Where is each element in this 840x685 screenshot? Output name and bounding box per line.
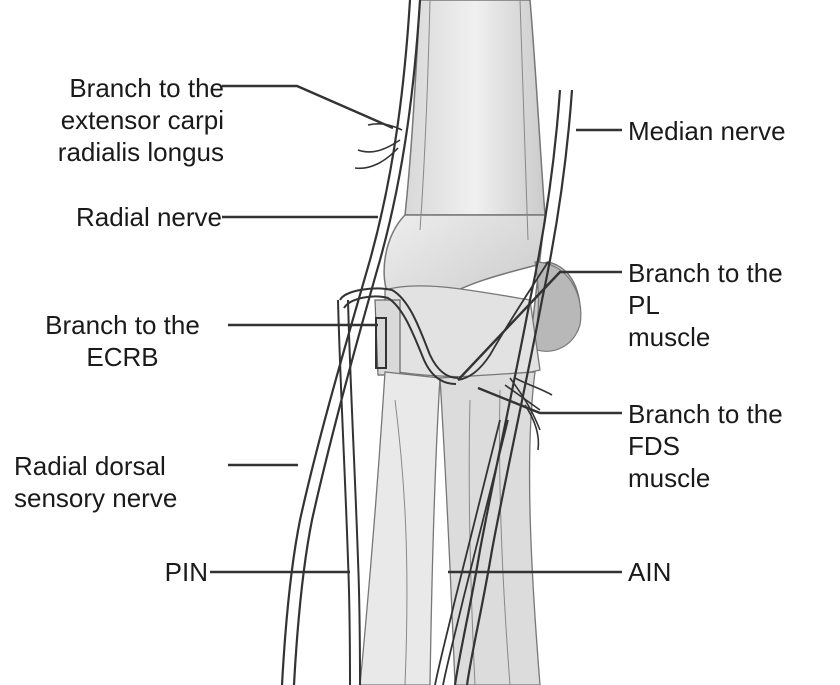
label-ecrb-line1: Branch to the	[20, 309, 225, 341]
label-pin: PIN	[100, 556, 208, 588]
label-radial-nerve-text: Radial nerve	[14, 201, 222, 233]
label-median-nerve-text: Median nerve	[628, 115, 833, 147]
radial-head	[375, 300, 400, 375]
label-median-nerve: Median nerve	[628, 115, 833, 147]
label-fds-line1: Branch to the	[628, 398, 833, 430]
label-ecrb-line2: ECRB	[20, 341, 225, 373]
label-pl-line2: PL	[628, 289, 833, 321]
label-ecrl-line3: radialis longus	[14, 136, 224, 168]
radius-shaft	[360, 372, 440, 685]
label-ecrb-branch: Branch to the ECRB	[20, 309, 225, 373]
label-radial-dorsal-line1: Radial dorsal	[14, 450, 229, 482]
label-pin-text: PIN	[100, 556, 208, 588]
label-fds-line3: muscle	[628, 462, 833, 494]
label-pl-line1: Branch to the	[628, 257, 833, 289]
label-pl-branch: Branch to the PL muscle	[628, 257, 833, 353]
label-radial-nerve: Radial nerve	[14, 201, 222, 233]
label-radial-dorsal-line2: sensory nerve	[14, 482, 229, 514]
ulna-shaft	[440, 372, 540, 685]
label-ecrl-line1: Branch to the	[14, 72, 224, 104]
label-ain: AIN	[628, 556, 748, 588]
label-radial-dorsal-sensory: Radial dorsal sensory nerve	[14, 450, 229, 514]
leader-ecrl	[222, 86, 393, 128]
label-pl-line3: muscle	[628, 321, 833, 353]
label-ecrl-line2: extensor carpi	[14, 104, 224, 136]
label-ain-text: AIN	[628, 556, 748, 588]
label-fds-branch: Branch to the FDS muscle	[628, 398, 833, 494]
label-ecrl-branch: Branch to the extensor carpi radialis lo…	[14, 72, 224, 168]
label-fds-line2: FDS	[628, 430, 833, 462]
